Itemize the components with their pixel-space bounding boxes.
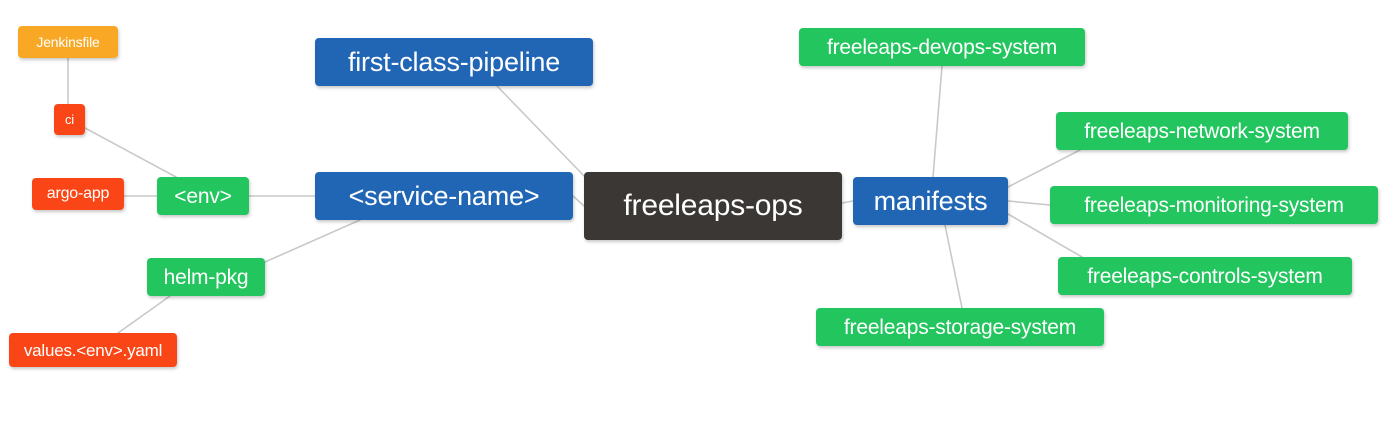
node-label-manifests: manifests [873,185,988,216]
node-manifests[interactable]: manifests [853,177,1008,225]
node-jenkinsfile[interactable]: Jenkinsfile [18,26,118,58]
node-label-monitoring-system: freeleaps-monitoring-system [1084,193,1344,217]
edge-manifests-to-network-system [1007,149,1081,188]
node-label-helm-pkg: helm-pkg [163,265,249,289]
edge-root-to-manifests [841,200,854,204]
node-ci[interactable]: ci [54,104,85,135]
node-argo-app[interactable]: argo-app [32,178,124,210]
edge-root-to-service-name [572,195,585,207]
node-label-controls-system: freeleaps-controls-system [1087,264,1323,288]
node-label-values-yaml: values.<env>.yaml [23,340,163,360]
edge-manifests-to-monitoring-system [1007,200,1051,206]
node-devops-system[interactable]: freeleaps-devops-system [799,28,1085,66]
node-label-jenkinsfile: Jenkinsfile [36,34,100,50]
node-monitoring-system[interactable]: freeleaps-monitoring-system [1050,186,1378,224]
node-label-storage-system: freeleaps-storage-system [843,315,1077,339]
edge-manifests-to-devops-system [932,65,943,178]
node-service-name[interactable]: <service-name> [315,172,573,220]
node-first-class-pipeline[interactable]: first-class-pipeline [315,38,593,86]
node-label-root: freeleaps-ops [623,189,803,222]
node-label-env: <env> [174,184,232,208]
node-label-ci: ci [65,112,74,127]
node-network-system[interactable]: freeleaps-network-system [1056,112,1348,150]
node-label-devops-system: freeleaps-devops-system [827,35,1057,59]
node-root[interactable]: freeleaps-ops [584,172,842,240]
node-values-yaml[interactable]: values.<env>.yaml [9,333,177,367]
edge-root-to-first-class-pipeline [496,85,587,179]
node-label-argo-app: argo-app [46,185,110,202]
node-storage-system[interactable]: freeleaps-storage-system [816,308,1104,346]
node-helm-pkg[interactable]: helm-pkg [147,258,265,296]
edge-service-name-to-helm-pkg [264,219,361,263]
edge-manifests-to-storage-system [944,224,963,309]
node-label-service-name: <service-name> [348,180,540,211]
edge-env-to-ci [84,127,177,178]
node-label-network-system: freeleaps-network-system [1084,119,1320,143]
node-env[interactable]: <env> [157,177,249,215]
node-controls-system[interactable]: freeleaps-controls-system [1058,257,1352,295]
edge-helm-pkg-to-values-yaml [117,295,171,334]
node-label-first-class-pipeline: first-class-pipeline [347,46,561,77]
